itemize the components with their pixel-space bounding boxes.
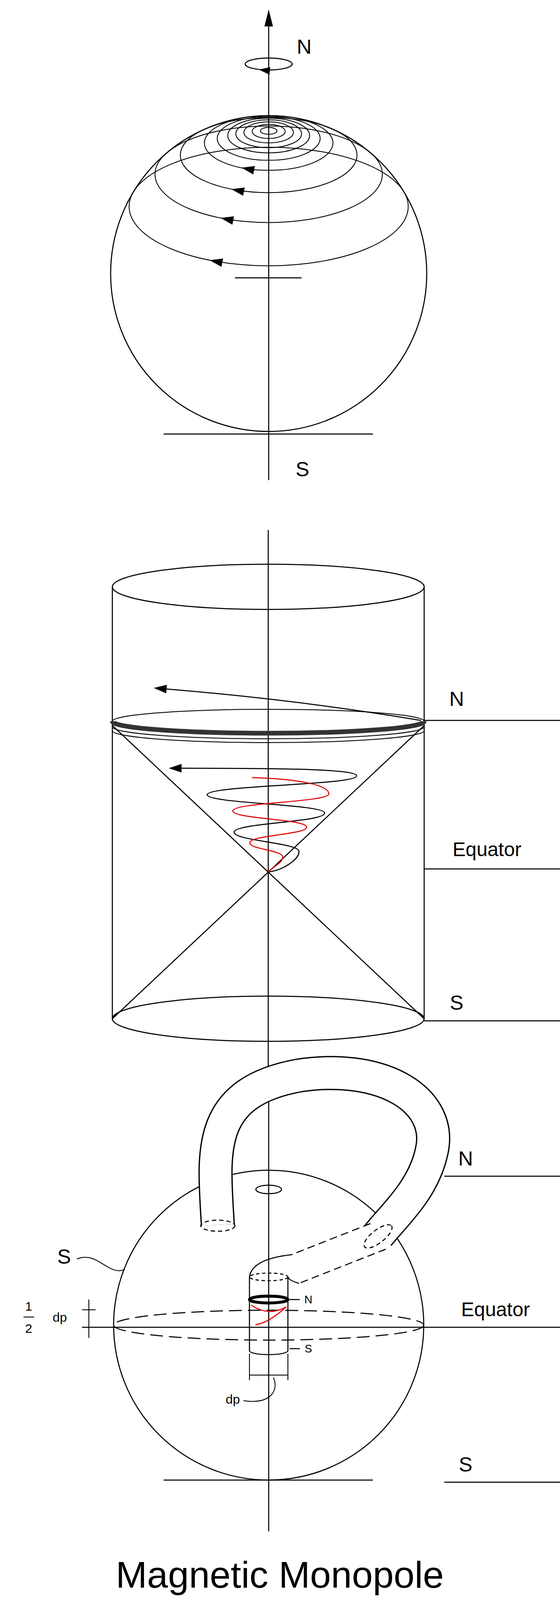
cone-line [112,726,425,1020]
latitude-ring [155,126,383,223]
cylinder-side [111,587,114,1020]
pole-label: S [57,1246,71,1270]
equator-label: Equator [452,839,522,862]
pole-label: S [304,1343,312,1357]
dimension-line [287,1354,289,1382]
hidden-tube [299,1250,386,1285]
latitude-ring [227,118,310,153]
core-cylinder [287,1278,289,1352]
fraction-denominator: 2 [25,1322,33,1337]
tube-opening [200,1221,235,1233]
fraction-bar [23,1317,35,1319]
latitude-ring [217,116,321,161]
flow-arrowhead [153,684,168,694]
flow-arrow [164,689,421,722]
red-spiral [251,1306,287,1326]
equator-label: Equator [460,1299,530,1322]
tube-elbow [249,1274,288,1282]
field-spiral [179,768,357,873]
equator-line [82,1328,560,1330]
cylinder-side [423,587,426,1020]
pole-label: S [458,1454,473,1478]
cylinder-bottom [112,996,425,1043]
rotation-axis [268,24,270,481]
leader-line [289,1349,300,1351]
pole-band [112,731,425,744]
flux-tube [215,1073,434,1237]
level-line [424,1021,560,1023]
dimension-line [82,1310,96,1312]
level-line [444,1176,560,1179]
dimension-label: dp [225,1393,240,1408]
pole-label: N [458,1148,474,1172]
level-line [444,1483,560,1485]
flow-arrowhead [208,256,223,267]
dimension-line [88,1300,90,1340]
cylinder-projection [112,530,560,1068]
level-line [424,720,560,722]
leader-line [76,1258,125,1273]
dimension-line [249,1354,250,1382]
rotating-sphere [110,9,427,481]
latitude-ring [260,127,278,135]
core-cylinder [249,1351,288,1356]
cone-line [112,726,425,1020]
pole-label: N [449,688,465,712]
pole-band [112,721,425,734]
axis-line [268,1099,270,1533]
ground-line [163,433,373,436]
tube-elbow [287,1278,300,1285]
pole-ellipse [255,1186,282,1195]
core-cylinder [249,1278,251,1352]
hidden-tube [291,1224,371,1256]
fraction-numerator: 1 [25,1300,33,1315]
rotation-arrowhead [258,65,271,75]
flux-tube [215,1073,434,1237]
pole-label: N [304,1294,313,1308]
latitude-ring [180,117,358,193]
dimension-line [249,1375,288,1377]
pole-label: S [295,458,310,482]
cylinder-top [112,564,425,610]
latitude-ring [204,115,334,171]
equator-tick [234,277,302,279]
flow-arrowhead [240,163,255,175]
leader-line [289,1300,300,1302]
latitude-ring [129,147,408,267]
core-band [249,1297,288,1305]
caption: Magnetic Monopole [115,1555,444,1598]
spiral-arrowhead [168,764,182,774]
axis-line [267,530,270,1068]
flow-arrowhead [208,163,256,267]
monopole-sphere [23,1073,560,1533]
latitude-ring [129,115,408,267]
equator-ellipse [113,1311,424,1342]
flow-arrowhead [230,184,245,196]
sphere-outline [110,115,427,432]
ground-line [163,1480,373,1483]
pole-label: S [449,992,464,1016]
latitude-ring [243,122,294,144]
flow-arrowhead [219,214,235,225]
red-spiral [232,778,329,873]
pole-label: N [296,35,312,59]
axis-arrowhead [264,9,273,27]
dimension-label: dp [52,1311,67,1326]
leader-line [243,1378,276,1403]
pole-band [112,709,425,734]
level-line [424,869,560,871]
pole-band [112,727,425,740]
latitude-ring [235,120,302,148]
